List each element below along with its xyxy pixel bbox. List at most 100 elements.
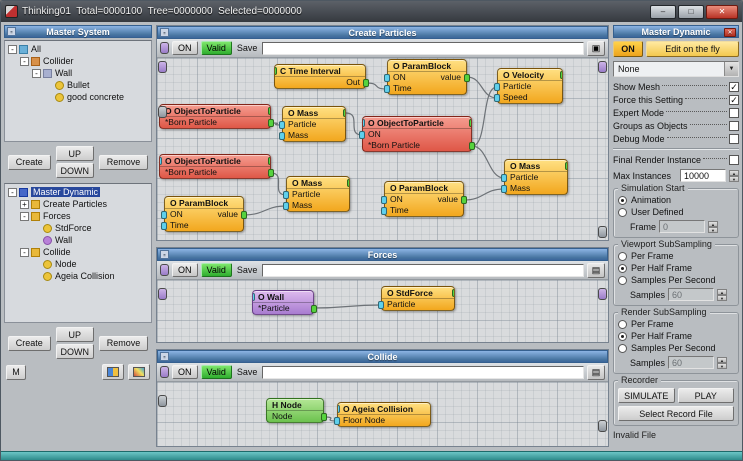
master-dynamic-title-bar[interactable]: Master Dynamic ✕ bbox=[613, 25, 739, 38]
tree-item-good-concrete[interactable]: good concrete bbox=[6, 91, 150, 103]
spinner-down-icon[interactable]: ▼ bbox=[717, 294, 728, 301]
collapse-icon[interactable]: - bbox=[32, 68, 41, 78]
checkbox[interactable] bbox=[729, 107, 739, 118]
down-button[interactable]: DOWN bbox=[55, 163, 94, 178]
checkbox[interactable] bbox=[729, 120, 739, 131]
graph-panel-title-bar[interactable]: -Forces bbox=[157, 248, 608, 261]
save-name-input[interactable] bbox=[262, 365, 584, 379]
node-port-left[interactable] bbox=[381, 195, 387, 204]
node-port-right[interactable] bbox=[241, 210, 247, 219]
close-button[interactable]: ✕ bbox=[706, 4, 738, 19]
node-port-left[interactable] bbox=[334, 416, 340, 425]
radio-samples-per-second[interactable]: Samples Per Second bbox=[618, 342, 734, 354]
down-button[interactable]: DOWN bbox=[55, 344, 94, 359]
tree-item-forces[interactable]: -Forces bbox=[6, 210, 150, 222]
spinner-down-icon[interactable]: ▼ bbox=[729, 175, 739, 182]
spinner-down-icon[interactable]: ▼ bbox=[717, 362, 728, 369]
tree-item-wall[interactable]: Wall bbox=[6, 234, 150, 246]
node-port-left[interactable] bbox=[275, 66, 277, 75]
collapse-icon[interactable]: - bbox=[160, 28, 169, 37]
node-port-left[interactable] bbox=[384, 84, 390, 93]
close-panel-icon[interactable]: ✕ bbox=[724, 28, 736, 37]
node-palette-button[interactable] bbox=[128, 364, 150, 380]
graph-panel-title-bar[interactable]: -Collide bbox=[157, 350, 608, 363]
graph-panel-title-bar[interactable]: -Create Particles bbox=[157, 26, 608, 39]
select-record-file-button[interactable]: Select Record File bbox=[618, 406, 734, 421]
expand-icon[interactable]: + bbox=[20, 199, 29, 209]
node-port-left[interactable] bbox=[501, 173, 507, 182]
node-port-left[interactable] bbox=[359, 130, 365, 139]
spinner[interactable]: ▲▼ bbox=[717, 356, 728, 369]
schematic-view-button[interactable] bbox=[102, 364, 124, 380]
up-button[interactable]: UP bbox=[55, 146, 94, 161]
tree-item-stdforce[interactable]: StdForce bbox=[6, 222, 150, 234]
spinner[interactable]: ▲▼ bbox=[717, 288, 728, 301]
checkbox[interactable] bbox=[729, 154, 739, 165]
max-instances-value[interactable]: 10000 bbox=[680, 169, 726, 182]
on-button[interactable]: ON bbox=[172, 41, 198, 55]
node-port-right[interactable] bbox=[268, 106, 270, 115]
collapse-icon[interactable]: - bbox=[20, 56, 29, 66]
node-port-right[interactable] bbox=[560, 70, 562, 79]
node-port-left[interactable] bbox=[253, 292, 255, 301]
field-value[interactable]: 0 bbox=[659, 220, 706, 233]
maximize-button[interactable]: □ bbox=[678, 4, 704, 19]
play-button[interactable]: PLAY bbox=[677, 388, 734, 403]
radio-per-frame[interactable]: Per Frame bbox=[618, 318, 734, 330]
chevron-down-icon[interactable]: ▼ bbox=[724, 62, 738, 76]
node-port-left[interactable] bbox=[283, 201, 289, 210]
radio-per-half-frame[interactable]: Per Half Frame bbox=[618, 262, 734, 274]
node-port-right[interactable] bbox=[452, 288, 454, 297]
node-o-objecttoparticle[interactable]: O ObjectToParticle*Born Particle bbox=[159, 104, 274, 129]
minimize-button[interactable]: – bbox=[650, 4, 676, 19]
node-port-left[interactable] bbox=[378, 300, 384, 309]
simulate-button[interactable]: SIMULATE bbox=[618, 388, 675, 403]
collapse-icon[interactable]: - bbox=[20, 211, 29, 221]
radio-animation[interactable]: Animation bbox=[618, 194, 734, 206]
tree-item-master-dynamic[interactable]: -Master Dynamic bbox=[6, 186, 150, 198]
node-port-left[interactable] bbox=[279, 120, 285, 129]
group-connector-nub[interactable] bbox=[598, 288, 607, 300]
checkbox[interactable] bbox=[729, 133, 739, 144]
panel-tool-icon-button[interactable]: ▤ bbox=[587, 262, 605, 278]
node-port-right[interactable] bbox=[311, 304, 317, 313]
tree-item-collider[interactable]: -Collider bbox=[6, 55, 150, 67]
collapse-icon[interactable]: - bbox=[7, 27, 16, 36]
node-port-left[interactable] bbox=[161, 210, 167, 219]
spinner-up-icon[interactable]: ▲ bbox=[717, 288, 728, 295]
remove-button[interactable]: Remove bbox=[98, 335, 149, 351]
edit-on-the-fly-button[interactable]: Edit on the fly bbox=[646, 41, 739, 57]
node-port-left[interactable] bbox=[494, 93, 500, 102]
spinner-up-icon[interactable]: ▲ bbox=[708, 220, 719, 227]
node-port-right[interactable] bbox=[268, 118, 274, 127]
node-port-left[interactable] bbox=[384, 73, 390, 82]
radio-samples-per-second[interactable]: Samples Per Second bbox=[618, 274, 734, 286]
field-value[interactable]: 60 bbox=[668, 356, 715, 369]
title-bar[interactable]: Thinking01 Total=0000100 Tree=0000000 Se… bbox=[1, 1, 742, 22]
node-port-left[interactable] bbox=[363, 118, 365, 127]
remove-button[interactable]: Remove bbox=[98, 154, 149, 170]
tree-item-create-particles[interactable]: +Create Particles bbox=[6, 198, 150, 210]
panel-tool-icon-button[interactable]: ▤ bbox=[587, 364, 605, 380]
node-port-right[interactable] bbox=[343, 108, 345, 117]
checkbox[interactable]: ✓ bbox=[729, 81, 739, 92]
node-port-left[interactable] bbox=[161, 221, 167, 230]
save-name-input[interactable] bbox=[262, 263, 584, 277]
dynamic-on-button[interactable]: ON bbox=[613, 41, 643, 57]
collapse-icon[interactable]: - bbox=[160, 352, 169, 361]
node-port-right[interactable] bbox=[268, 156, 270, 165]
group-connector-nub[interactable] bbox=[598, 420, 607, 432]
node-port-right[interactable] bbox=[469, 141, 475, 150]
tree-item-collide[interactable]: -Collide bbox=[6, 246, 150, 258]
on-button[interactable]: ON bbox=[172, 365, 198, 379]
group-input-nub[interactable] bbox=[160, 366, 169, 378]
on-button[interactable]: ON bbox=[172, 263, 198, 277]
